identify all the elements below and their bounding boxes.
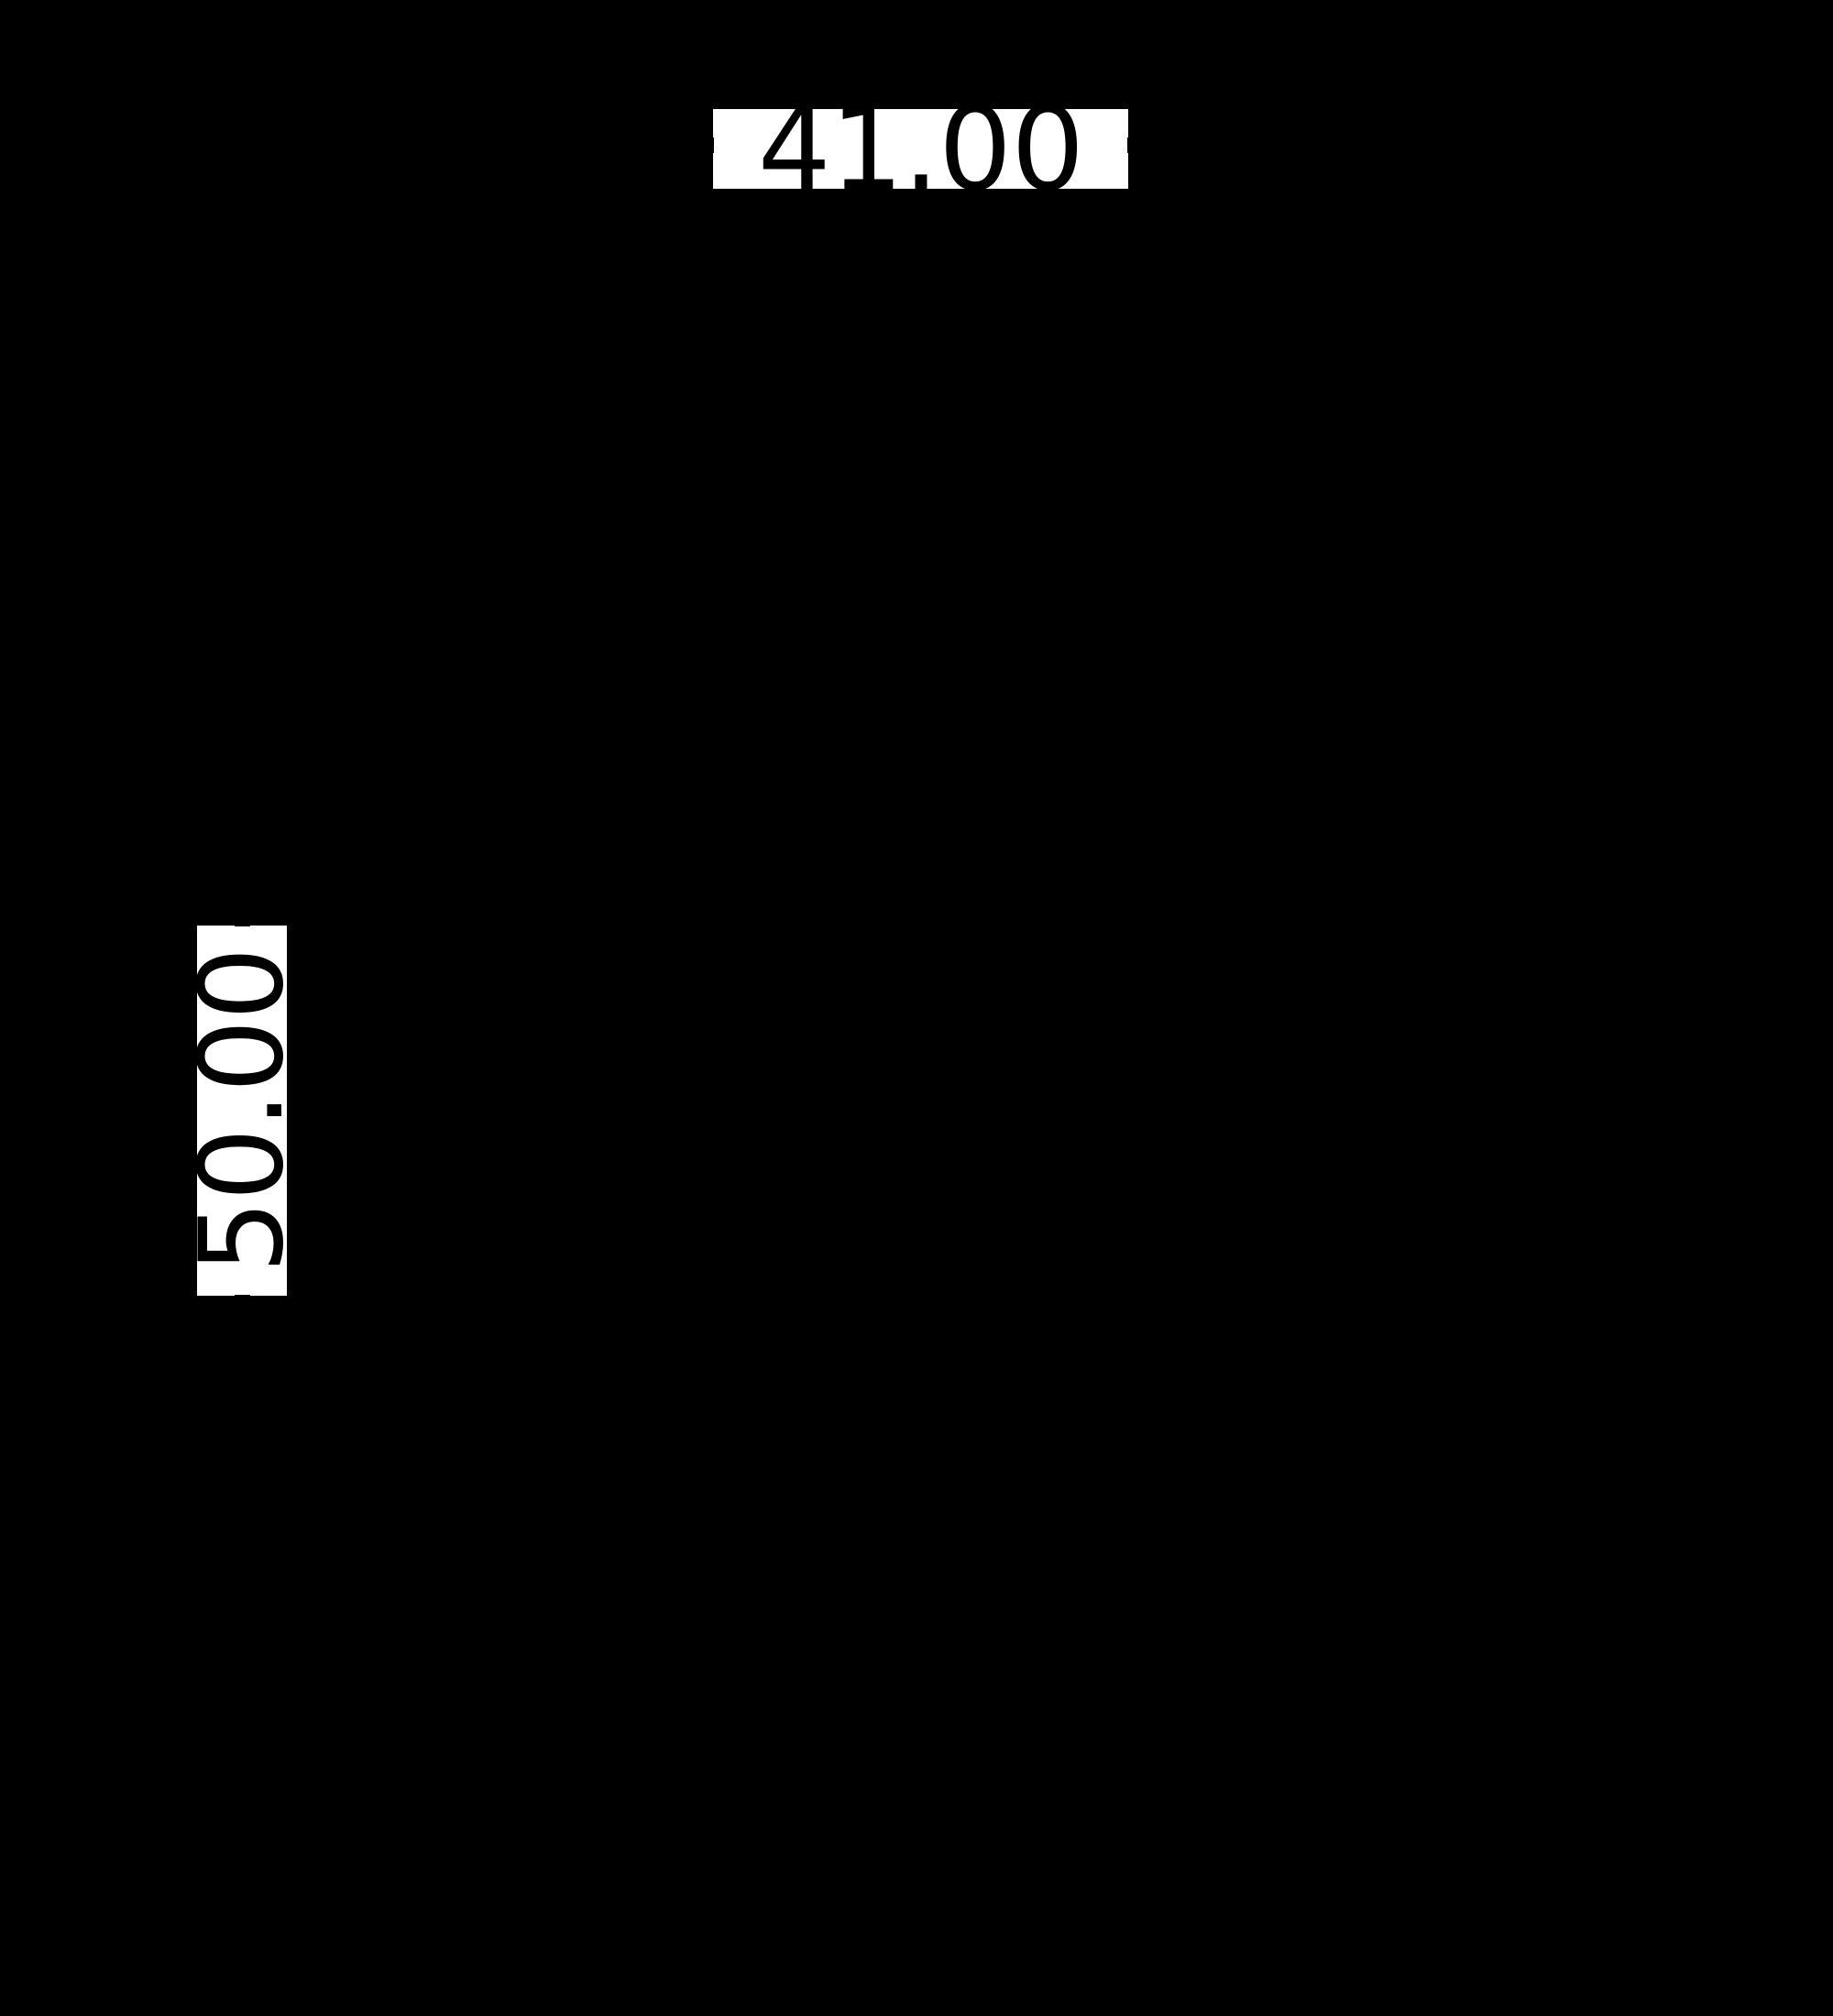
y-axis-tick-label-group: 50.00 (174, 919, 309, 1300)
y-axis-tick-mark-top (235, 919, 250, 926)
y-axis-tick-label-text: 50.00 (174, 948, 309, 1274)
x-axis-tick-label-group: 41.00 (708, 82, 1136, 216)
x-axis-tick-label-text: 41.00 (757, 82, 1085, 216)
y-axis-tick-label-background (197, 926, 287, 1296)
y-axis-tick-mark-bottom (235, 1295, 250, 1300)
x-axis-tick-label-background (713, 109, 1128, 189)
x-axis-tick-mark-right (1127, 137, 1136, 153)
x-axis-tick-mark-left (708, 137, 714, 153)
